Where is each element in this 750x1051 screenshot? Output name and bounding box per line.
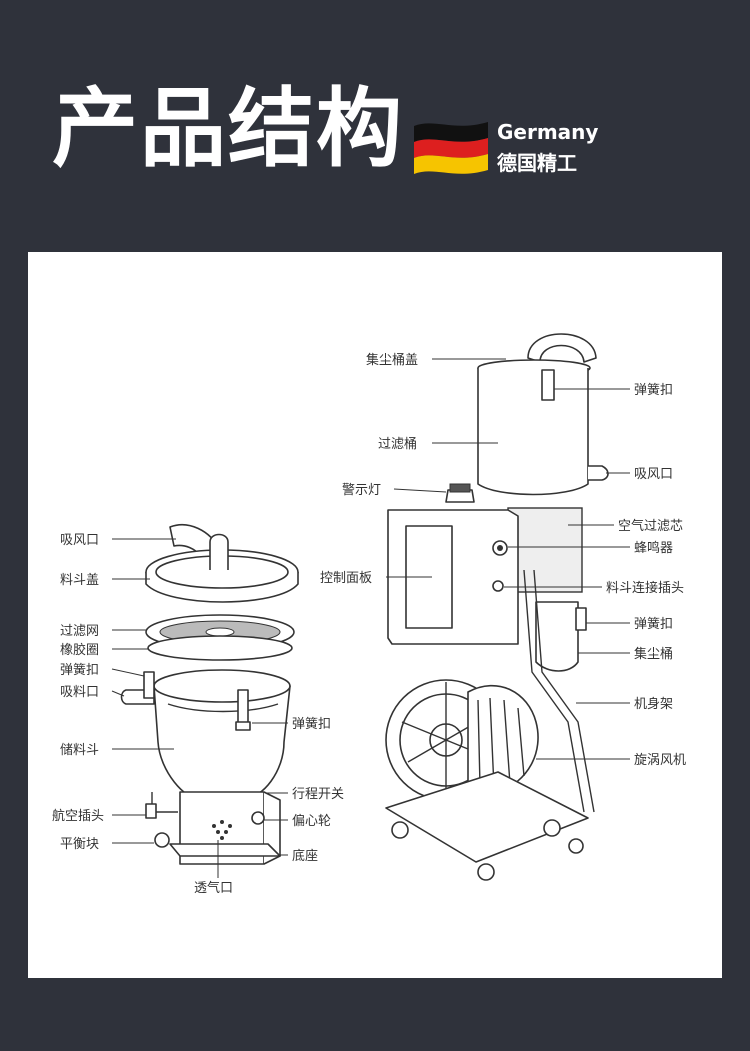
right-label-group: 集尘桶盖 弹簧扣 过滤桶 吸风口 警示灯 空气过滤芯 蜂鸣器 控制面板 料斗连接… <box>320 352 686 768</box>
page-title: 产品结构 <box>52 79 404 179</box>
label-warning-light: 警示灯 <box>342 482 381 498</box>
label-vent: 透气口 <box>194 880 233 896</box>
label-spring-clip-mid: 弹簧扣 <box>634 616 673 632</box>
left-label-group: 吸风口 料斗盖 过滤网 橡胶圈 弹簧扣 吸料口 储料斗 弹簧扣 航空插头 行程开… <box>52 533 344 896</box>
label-spring-clip-top: 弹簧扣 <box>634 382 673 398</box>
label-rubber-ring: 橡胶圈 <box>60 642 99 658</box>
loader-illustration <box>385 333 609 881</box>
label-filter-mesh: 过滤网 <box>60 624 99 639</box>
label-suction-port-right: 吸风口 <box>634 467 673 482</box>
label-spring-clip-left: 弹簧扣 <box>60 662 99 678</box>
label-buzzer: 蜂鸣器 <box>634 540 673 556</box>
label-dust-bucket-lid: 集尘桶盖 <box>366 352 418 368</box>
structure-diagram: 吸风口 料斗盖 过滤网 橡胶圈 弹簧扣 吸料口 储料斗 弹簧扣 航空插头 行程开… <box>52 333 686 896</box>
brand-chinese: 德国精工 <box>497 151 577 175</box>
hopper-illustration <box>120 523 299 865</box>
label-counterweight: 平衡块 <box>60 837 99 852</box>
label-dust-bucket: 集尘桶 <box>634 646 673 662</box>
brand-english: Germany <box>497 120 599 144</box>
structure-diagram-panel: 吸风口 料斗盖 过滤网 橡胶圈 弹簧扣 吸料口 储料斗 弹簧扣 航空插头 行程开… <box>28 252 722 978</box>
label-travel-switch: 行程开关 <box>292 787 344 802</box>
label-feed-port: 吸料口 <box>60 685 99 700</box>
label-spring-clip-hopper: 弹簧扣 <box>292 716 331 732</box>
label-suction-port-left: 吸风口 <box>60 533 99 548</box>
label-vortex-blower: 旋涡风机 <box>634 753 686 768</box>
label-hopper-lid: 料斗盖 <box>60 573 99 588</box>
label-frame: 机身架 <box>634 696 673 712</box>
label-eccentric-wheel: 偏心轮 <box>292 814 331 829</box>
label-storage-hopper: 储料斗 <box>60 743 99 758</box>
label-aviation-plug: 航空插头 <box>52 808 104 824</box>
label-filter-bucket: 过滤桶 <box>378 437 417 452</box>
label-air-filter-core: 空气过滤芯 <box>618 518 683 534</box>
label-base: 底座 <box>292 848 318 864</box>
label-control-panel: 控制面板 <box>320 571 372 586</box>
germany-flag-icon <box>414 122 488 174</box>
label-hopper-plug: 料斗连接插头 <box>606 580 684 596</box>
